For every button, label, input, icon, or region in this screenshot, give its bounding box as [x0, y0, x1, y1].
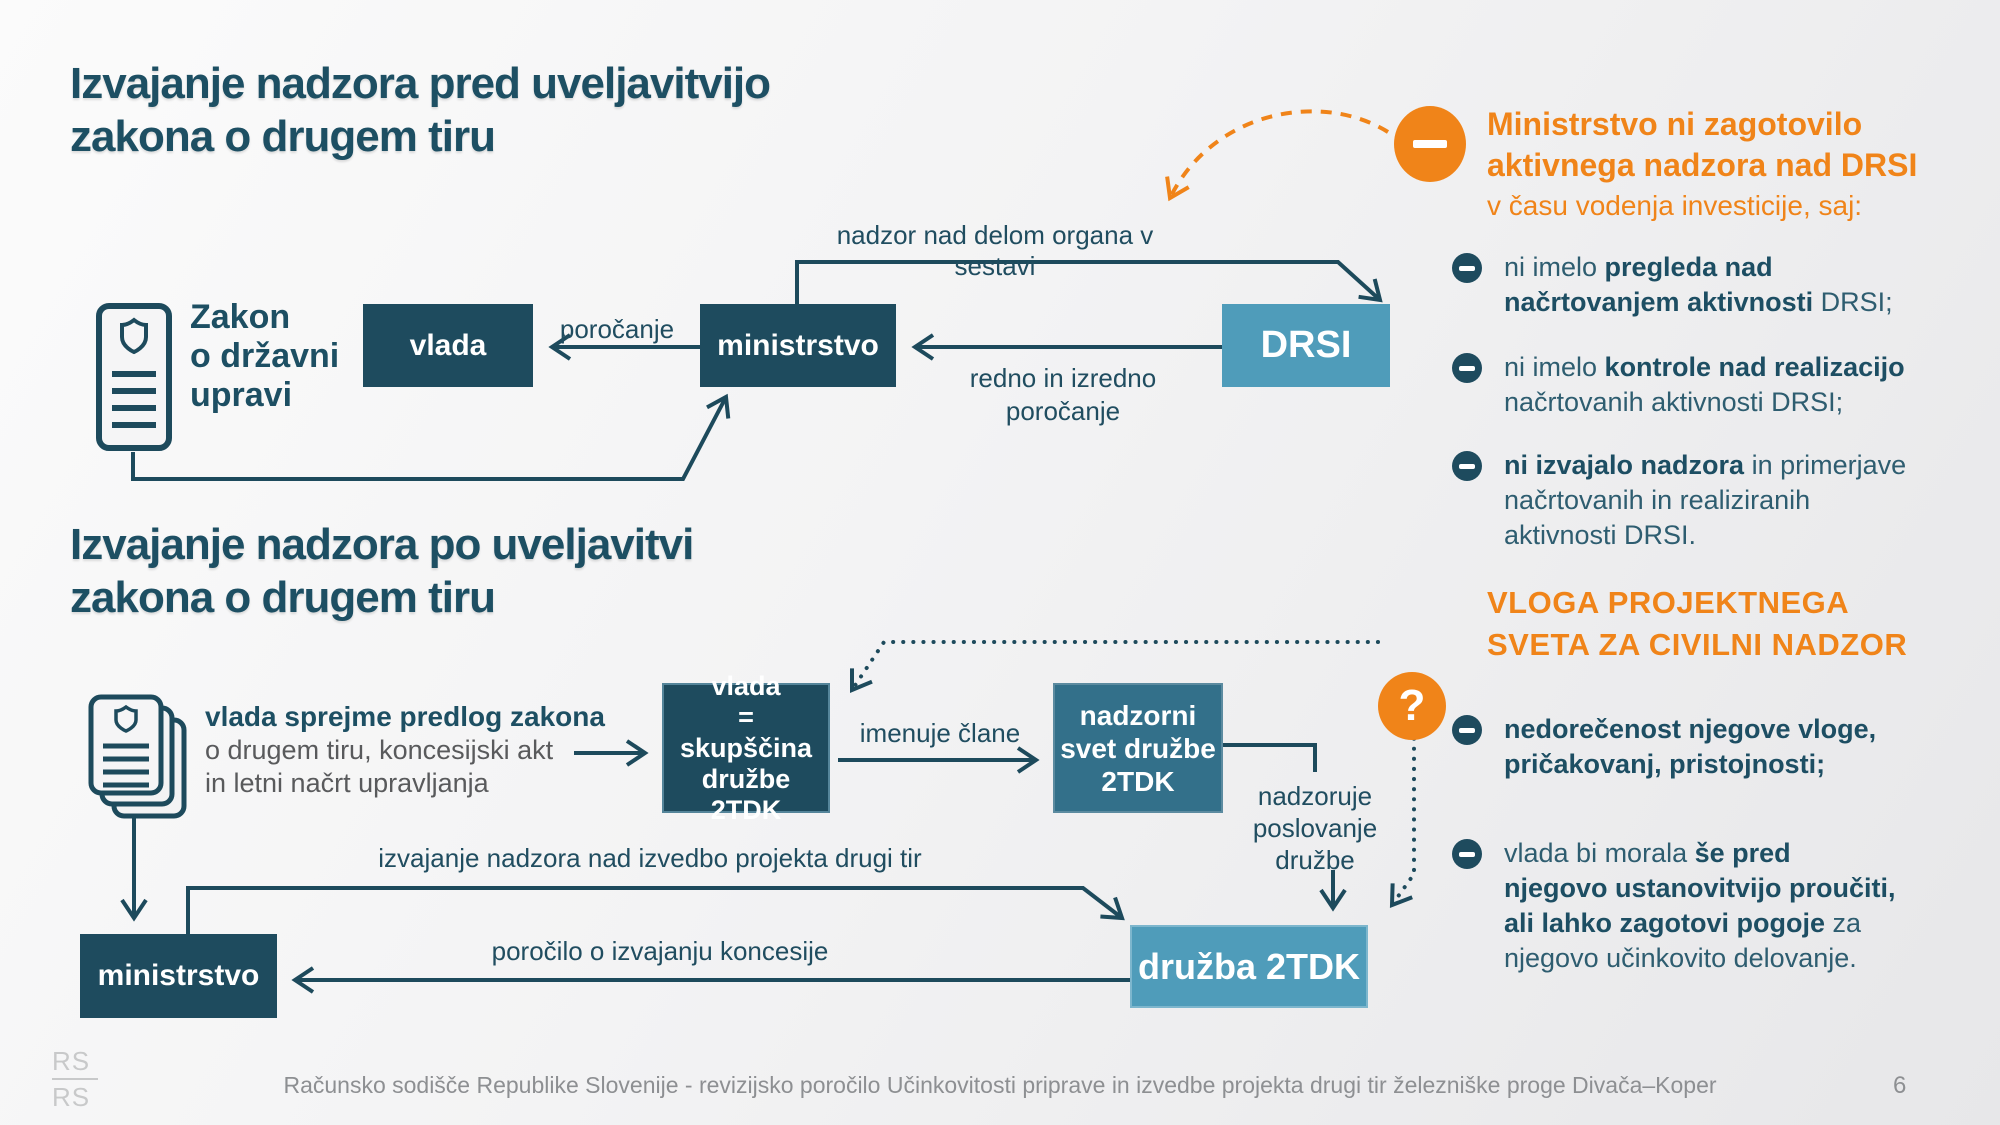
- box-nadzorni-line2: svet družbe: [1060, 732, 1216, 764]
- footer-caption: Računsko sodišče Republike Slovenije - r…: [283, 1072, 1717, 1098]
- label-porocanje: poročanje: [559, 314, 675, 344]
- arrow-ministrstvo-to-druzba-elbow: [186, 886, 1125, 934]
- box-ministrstvo-after: ministrstvo: [80, 934, 277, 1018]
- label-redno-line2: poročanje: [1005, 396, 1121, 426]
- box-nadzorni-svet: nadzorni svet družbe 2TDK: [1053, 683, 1223, 813]
- findings-before-heading-line2: aktivnega nadzora nad DRSI: [1487, 147, 1918, 183]
- minus-icon: [1452, 253, 1482, 283]
- label-redno-izredno: redno in izredno poročanje: [963, 362, 1163, 428]
- line-nadzorni-stub: [1223, 743, 1317, 772]
- law-label: Zakon o državni upravi: [190, 298, 339, 415]
- box-drsi: DRSI: [1222, 304, 1390, 387]
- label-porocilo-koncesije: poročilo o izvajanju koncesije: [491, 936, 829, 966]
- rs-logo: RS RS: [52, 1048, 98, 1110]
- findings-before-heading: Ministrstvo ni zagotovilo aktivnega nadz…: [1487, 104, 1917, 186]
- findings-after-heading-line2: SVETA ZA CIVILNI NADZOR: [1487, 627, 1908, 662]
- rs-logo-rule: [52, 1078, 98, 1080]
- label-nadzor-nad-delom: nadzor nad delom organa v sestavi: [836, 220, 1154, 281]
- law-label-line2: o državni: [190, 337, 340, 375]
- box-druzba-2tdk: družba 2TDK: [1130, 925, 1368, 1008]
- law-document-icon: [96, 303, 172, 451]
- documents-stack-icon: [88, 694, 187, 819]
- minus-icon: [1452, 715, 1482, 745]
- bullet-text: nedorečenost njegove vloge,pričakovanj, …: [1504, 714, 1877, 779]
- label-imenuje-clane: imenuje člane: [859, 718, 1021, 748]
- docs-description: vlada sprejme predlog zakona o drugem ti…: [205, 700, 605, 800]
- docs-description-line3: in letni načrt upravljanja: [205, 768, 489, 798]
- title-after: Izvajanje nadzora po uveljavitvi zakona …: [70, 518, 694, 624]
- box-vlada-skupscina-line2: =: [738, 701, 754, 732]
- title-before-line1: Izvajanje nadzora pred uveljavitvijo: [70, 59, 771, 108]
- findings-before-subheading: v času vodenja investicije, saj:: [1487, 190, 1863, 221]
- minus-badge-icon: [1394, 106, 1466, 182]
- label-nadzoruje-line3: družbe: [1275, 845, 1355, 875]
- title-after-line2: zakona o drugem tiru: [70, 573, 496, 622]
- box-nadzorni-line3: 2TDK: [1101, 765, 1175, 797]
- docs-description-line2: o drugem tiru, koncesijski akt: [205, 735, 554, 765]
- minus-icon: [1452, 353, 1482, 383]
- findings-after-heading: VLOGA PROJEKTNEGA SVETA ZA CIVILNI NADZO…: [1487, 582, 1907, 666]
- box-ministrstvo: ministrstvo: [700, 304, 896, 387]
- page-number: 6: [1893, 1072, 1907, 1099]
- minus-icon: [1452, 839, 1482, 869]
- findings-after-heading-line1: VLOGA PROJEKTNEGA: [1487, 585, 1850, 620]
- box-vlada-skupscina-line4: družbe 2TDK: [701, 763, 791, 825]
- label-nadzoruje-line2: poslovanje: [1252, 813, 1378, 843]
- arrow-orange-dashed: [1165, 109, 1390, 202]
- minus-bar: [1413, 140, 1447, 148]
- minus-icon: [1452, 451, 1482, 481]
- title-before: Izvajanje nadzora pred uveljavitvijo zak…: [70, 57, 771, 163]
- box-vlada-skupscina-line3: skupščina: [679, 732, 813, 763]
- question-badge-icon: ?: [1378, 672, 1446, 740]
- label-redno-line1: redno in izredno: [969, 363, 1157, 393]
- rs-logo-bottom: RS: [52, 1082, 91, 1112]
- rs-logo-top: RS: [52, 1046, 91, 1076]
- law-label-line1: Zakon: [190, 298, 291, 336]
- label-nadzoruje-line1: nadzoruje: [1257, 781, 1373, 811]
- box-vlada: vlada: [363, 304, 533, 387]
- law-label-line3: upravi: [190, 376, 293, 414]
- label-izvajanje-nadzora: izvajanje nadzora nad izvedbo projekta d…: [378, 843, 922, 873]
- label-nadzoruje: nadzoruje poslovanje družbe: [1240, 780, 1390, 876]
- finding-bullet: nedorečenost njegove vloge,pričakovanj, …: [1452, 712, 1944, 782]
- box-vlada-skupscina: vlada = skupščina družbe 2TDK: [662, 671, 830, 825]
- docs-description-line1: vlada sprejme predlog zakona: [205, 701, 605, 732]
- findings-before-heading-line1: Ministrstvo ni zagotovilo: [1487, 106, 1863, 142]
- box-nadzorni-line1: nadzorni: [1079, 699, 1197, 731]
- box-vlada-skupscina-line1: vlada: [711, 670, 781, 701]
- title-before-line2: zakona o drugem tiru: [70, 112, 496, 161]
- title-after-line1: Izvajanje nadzora po uveljavitvi: [70, 520, 694, 569]
